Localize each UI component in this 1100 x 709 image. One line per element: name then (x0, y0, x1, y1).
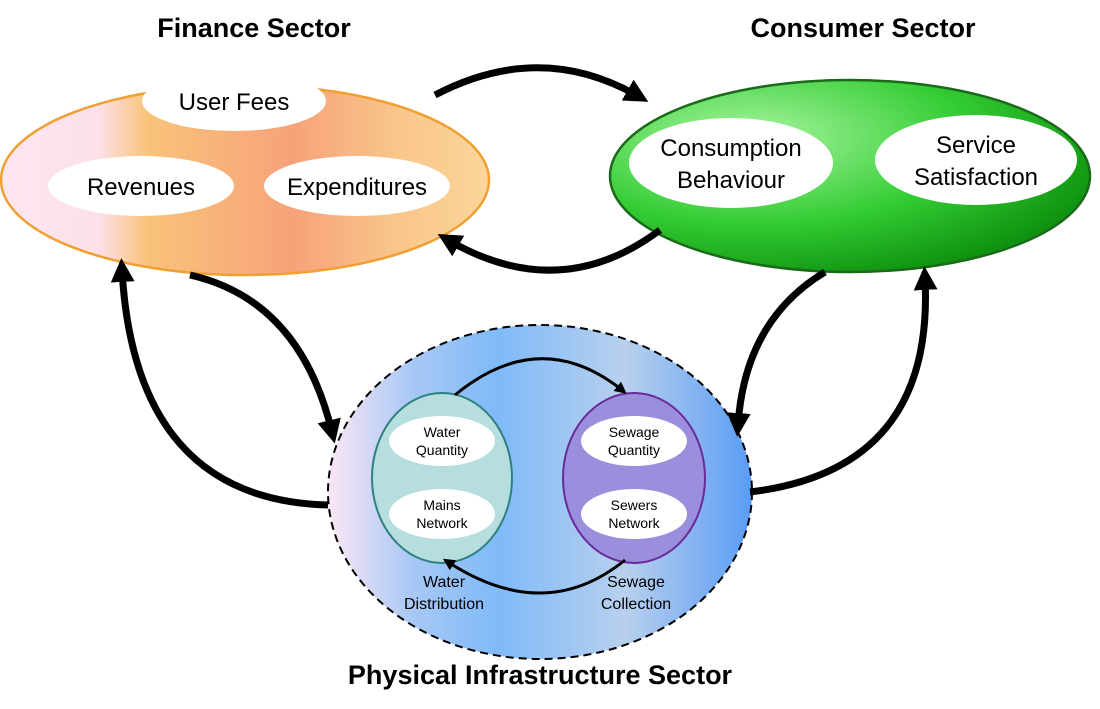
service-satisfaction-label-1: Service (936, 132, 1016, 159)
water-quantity-label-2: Quantity (416, 442, 468, 458)
arrow-consumer-to-finance (437, 227, 663, 274)
revenues-label: Revenues (87, 174, 195, 201)
sewage-quantity-label-2: Quantity (608, 442, 660, 458)
consumption-behaviour-label-2: Behaviour (677, 167, 785, 194)
water-distribution-caption-2: Distribution (404, 596, 484, 613)
physical-sector-title: Physical Infrastructure Sector (348, 660, 733, 690)
water-distribution-caption-1: Water (423, 574, 466, 591)
sewage-quantity-node (581, 416, 687, 466)
arrow-finance-to-physical (189, 271, 341, 444)
service-satisfaction-node (875, 115, 1077, 205)
sewage-collection-caption-1: Sewage (607, 574, 665, 591)
water-quantity-label-1: Water (424, 424, 461, 440)
arrow-finance-to-consumer (433, 64, 649, 102)
arrow-water-to-sewage (454, 357, 627, 397)
consumption-behaviour-node (629, 118, 833, 208)
sewers-network-node (581, 489, 687, 539)
expenditures-label: Expenditures (287, 174, 427, 201)
consumption-behaviour-label-1: Consumption (660, 135, 801, 162)
user-fees-node (142, 71, 326, 131)
service-satisfaction-label-2: Satisfaction (914, 164, 1038, 191)
physical-sector: Physical Infrastructure Sector Water Qua… (327, 324, 753, 690)
finance-sector: Finance Sector User Fees Revenues Expend… (0, 13, 491, 277)
expenditures-node (264, 156, 450, 216)
user-fees-label: User Fees (179, 89, 290, 116)
consumer-sector: Consumer Sector Consumption Behaviour Se… (608, 13, 1092, 274)
arrow-physical-to-finance (110, 258, 329, 509)
finance-sector-title: Finance Sector (157, 13, 351, 43)
arrow-sewage-to-water (442, 558, 626, 595)
arrow-consumer-to-physical (726, 268, 827, 437)
mains-network-node (389, 489, 495, 539)
sewers-network-label-1: Sewers (611, 497, 658, 513)
sewers-network-label-2: Network (608, 515, 660, 531)
mains-network-label-2: Network (416, 515, 468, 531)
revenues-node (48, 156, 234, 216)
sewage-collection-caption-2: Collection (601, 596, 671, 613)
arrow-physical-to-consumer (749, 266, 938, 496)
consumer-sector-title: Consumer Sector (750, 13, 976, 43)
water-quantity-node (389, 416, 495, 466)
sewage-quantity-label-1: Sewage (609, 424, 660, 440)
mains-network-label-1: Mains (423, 497, 460, 513)
